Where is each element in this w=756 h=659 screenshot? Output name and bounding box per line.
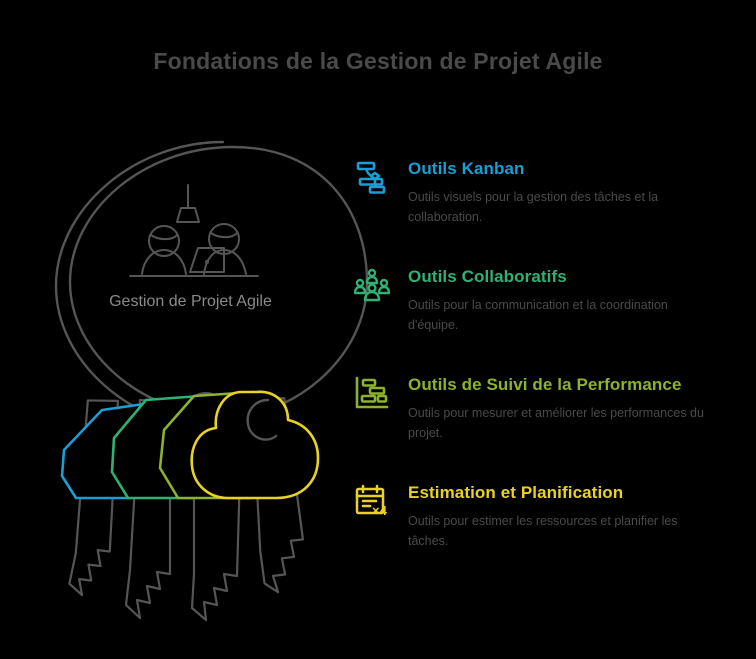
list-item-title: Outils Kanban [408,159,525,178]
key-yellow [190,390,320,500]
page-title: Fondations de la Gestion de Projet Agile [153,48,603,74]
illustration-svg [54,140,368,622]
list-item-description: Outils pour mesurer et améliorer les per… [408,406,704,440]
gantt-chart-icon [354,376,398,418]
feature-list: Outils Kanban Outils visuels pour la ges… [352,158,744,570]
list-item-description: Outils visuels pour la gestion des tâche… [408,190,659,224]
key-heads [60,390,320,500]
list-item-outils-suivi-performance[interactable]: Outils de Suivi de la Performance Outils… [352,374,744,462]
list-item-outils-collaboratifs[interactable]: Outils Collaboratifs Outils pour la comm… [352,266,744,354]
ring-tail [246,398,278,441]
list-item-title: Estimation et Planification [408,483,624,502]
list-item-description: Outils pour la communication et la coord… [408,298,668,332]
team-group-icon [354,268,398,310]
calendar-multiplier-icon: ×4 [354,484,398,526]
list-item-outils-kanban[interactable]: Outils Kanban Outils visuels pour la ges… [352,158,744,246]
calendar-badge-label: ×4 [372,503,388,518]
keyring-illustration [18,100,368,645]
center-label: Gestion de Projet Agile [109,293,272,310]
list-item-title: Outils Collaboratifs [408,267,567,286]
list-item-description: Outils pour estimer les ressources et pl… [408,514,678,548]
keyring-ring [54,140,368,432]
list-item-title: Outils de Suivi de la Performance [408,375,682,394]
list-item-estimation-planification[interactable]: ×4 Estimation et Planification Outils po… [352,482,744,570]
workflow-board-icon [354,160,398,202]
people-at-desk-icon [129,184,259,277]
